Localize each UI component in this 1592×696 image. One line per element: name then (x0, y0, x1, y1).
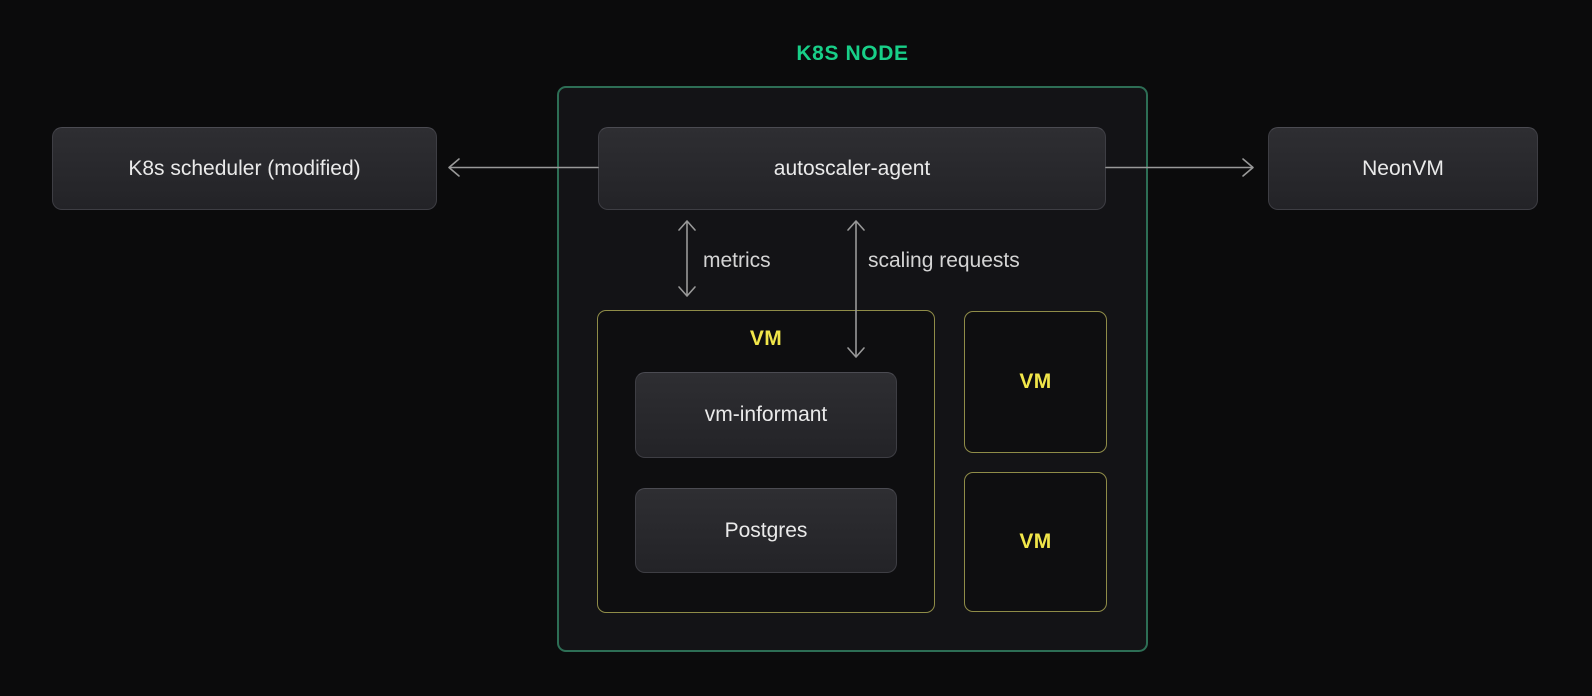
vm-side-box-1: VM (964, 311, 1107, 453)
vm-main-label: VM (749, 327, 783, 350)
neonvm-box: NeonVM (1268, 127, 1538, 210)
vm-informant-label: vm-informant (704, 403, 828, 426)
autoscaler-agent-label: autoscaler-agent (773, 156, 931, 180)
metrics-label: metrics (703, 249, 771, 272)
vm-side-label-wrap: VM (965, 312, 1106, 452)
k8s-scheduler-box: K8s scheduler (modified) (52, 127, 437, 210)
neonvm-label: NeonVM (1362, 156, 1444, 180)
vm-side-box-2: VM (964, 472, 1107, 612)
vm-side-label-1: VM (1019, 370, 1052, 393)
vm-informant-box: vm-informant (635, 372, 897, 458)
k8s-scheduler-label: K8s scheduler (modified) (128, 156, 361, 180)
vm-side-label-wrap: VM (965, 473, 1106, 611)
autoscaler-agent-box: autoscaler-agent (598, 127, 1106, 210)
postgres-label: Postgres (724, 518, 808, 542)
k8s-node-title: K8S NODE (796, 42, 909, 65)
scaling-requests-label: scaling requests (868, 249, 1020, 272)
postgres-box: Postgres (635, 488, 897, 573)
vm-side-label-2: VM (1019, 530, 1052, 553)
